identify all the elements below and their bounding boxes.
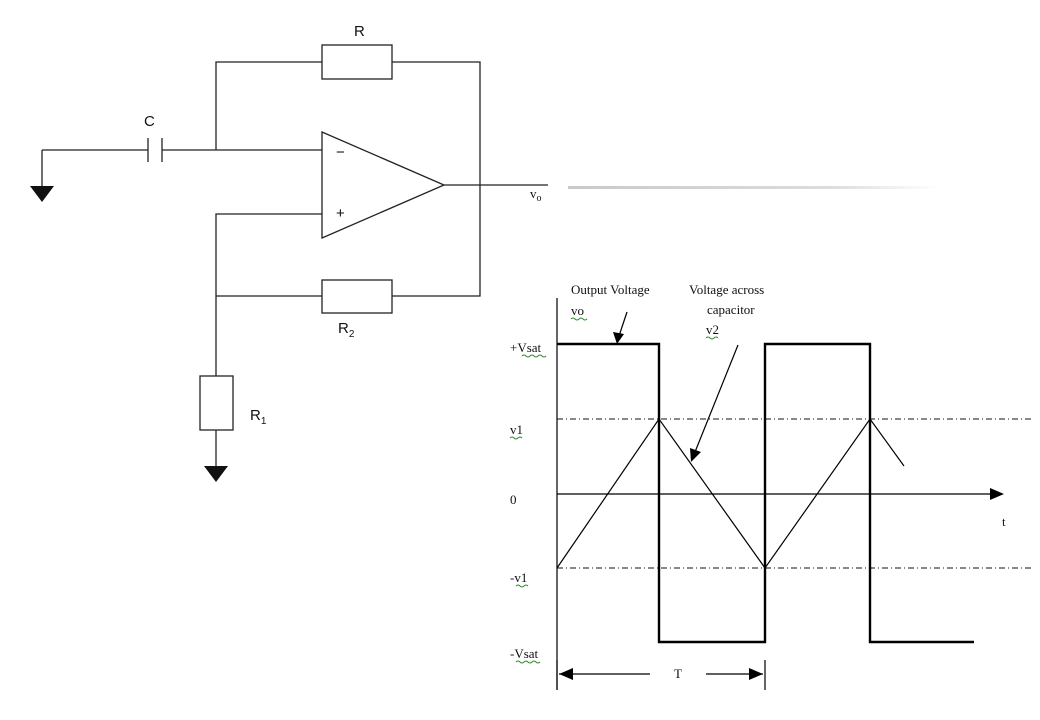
r1-label: R1	[250, 407, 267, 427]
waveform-plot: t +Vsat v1 0 -v1 -Vsat Output Voltage vo…	[509, 282, 1032, 690]
noninverting-input-wire	[215, 213, 322, 376]
capacitor-label: C	[144, 113, 155, 130]
y-tick-neg-v1: -v1	[510, 570, 527, 585]
y-tick-v1: v1	[510, 422, 523, 437]
period-label: T	[674, 666, 682, 681]
output-voltage-pointer	[618, 311, 628, 337]
output-voltage-symbol: vo	[571, 303, 584, 318]
ground-symbol-bottom	[204, 466, 228, 482]
feedback-left-riser	[215, 61, 322, 150]
capacitor-voltage-pointer-head	[690, 448, 701, 462]
capacitor-c	[147, 138, 163, 162]
capacitor-triangle-wave	[556, 417, 905, 570]
period-left-arrowhead	[559, 668, 573, 680]
capacitor-voltage-symbol: v2	[706, 322, 719, 337]
y-tick-zero: 0	[510, 492, 517, 507]
y-tick-pos-vsat: +Vsat	[510, 340, 542, 355]
feedback-resistor-label: R	[354, 23, 365, 40]
output-voltage-pointer-head	[613, 332, 624, 344]
capacitor-voltage-title-1: Voltage across	[689, 282, 764, 297]
output-label: vo	[530, 186, 542, 204]
period-right-arrowhead	[749, 668, 763, 680]
output-voltage-title: Output Voltage	[571, 282, 650, 297]
output-square-wave	[557, 342, 974, 644]
circuit-schematic: C R − + vo R2 R1	[30, 23, 548, 482]
r2-right-wire	[392, 238, 481, 297]
inverting-input-sign: −	[336, 144, 345, 161]
pos-vsat-underline	[521, 354, 547, 358]
feedback-right-wire	[392, 61, 481, 238]
capacitor-voltage-pointer	[694, 344, 739, 453]
output-voltage-symbol-underline	[570, 317, 588, 321]
resistor-r1	[199, 375, 234, 431]
feedback-resistor-r	[321, 44, 393, 80]
op-amp-triangle	[321, 131, 446, 239]
y-tick-neg-vsat: -Vsat	[510, 646, 539, 661]
v1-underline	[509, 436, 523, 440]
noninverting-input-sign: +	[336, 205, 345, 222]
r2-label: R2	[338, 320, 355, 340]
divider-line	[568, 186, 940, 189]
neg-vsat-underline	[515, 660, 541, 664]
neg-v1-underline	[515, 584, 529, 588]
x-axis-arrowhead	[990, 488, 1004, 500]
ground-symbol-left	[30, 186, 54, 202]
x-axis-label: t	[1002, 514, 1006, 529]
capacitor-voltage-title-2: capacitor	[707, 302, 755, 317]
resistor-r2	[321, 279, 393, 314]
capacitor-voltage-symbol-underline	[705, 336, 719, 340]
